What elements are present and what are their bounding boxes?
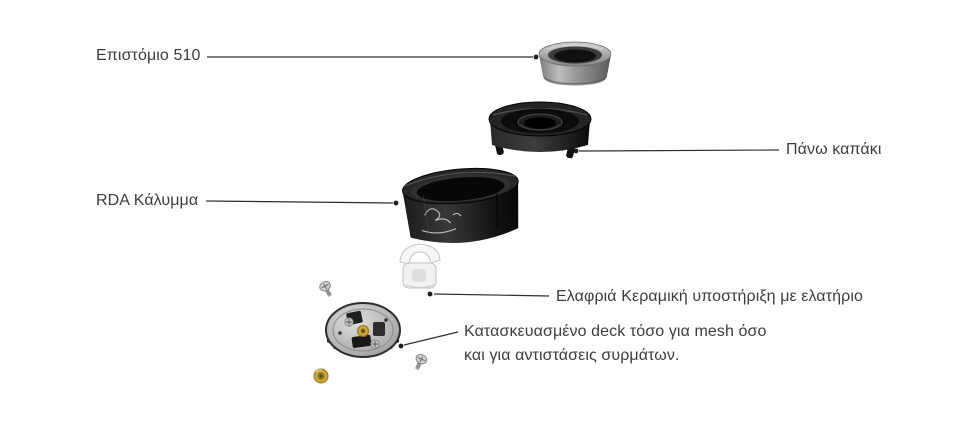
gold-pin-illustration <box>313 368 329 384</box>
screw-top-illustration <box>319 281 332 297</box>
label-deck-line2: και για αντιστάσεις συρμάτων. <box>464 347 680 364</box>
screw-bottom-illustration <box>415 353 428 370</box>
label-top-cap: Πάνω καπάκι <box>786 141 882 158</box>
label-ceramic-support: Ελαφριά Κεραμική υποστήριξη με ελατήριο <box>556 288 864 305</box>
label-deck-line1: Κατασκευασμένο deck τόσο για mesh όσο <box>464 323 767 340</box>
label-drip-tip: Επιστόμιο 510 <box>96 47 201 64</box>
leader-deck-line <box>398 331 459 349</box>
leader-ceramic-line <box>427 291 550 297</box>
leader-drip-tip-line <box>207 54 539 60</box>
leader-barrel-line <box>205 200 399 206</box>
ceramic-support-illustration <box>399 243 441 289</box>
deck-illustration <box>325 302 401 358</box>
leader-top-cap-line <box>573 148 780 154</box>
label-deck: Κατασκευασμένο deck τόσο για mesh όσο κα… <box>464 320 767 368</box>
top-cap-illustration <box>488 101 592 159</box>
drip-tip-illustration <box>538 41 612 86</box>
label-barrel: RDA Κάλυμμα <box>96 192 199 209</box>
rda-barrel-illustration <box>402 167 519 243</box>
